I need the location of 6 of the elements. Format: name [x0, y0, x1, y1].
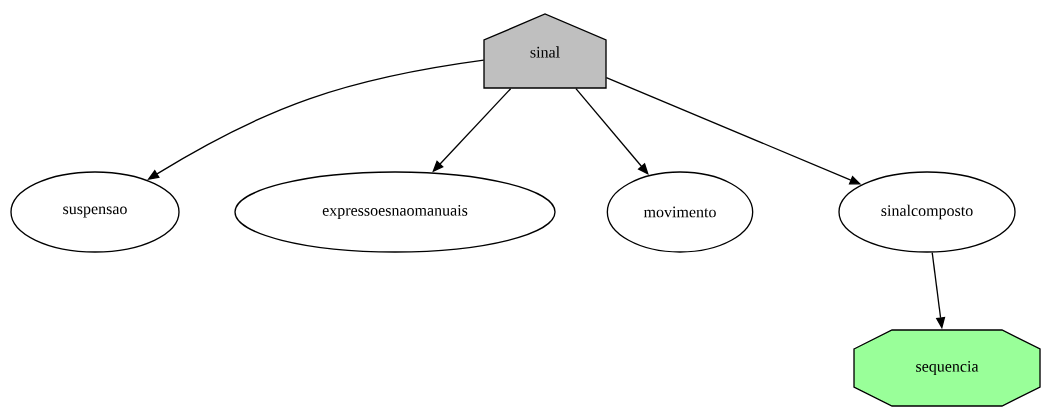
- house-node: sinal: [483, 13, 607, 89]
- octagon-node: sequencia: [853, 329, 1041, 407]
- ellipse-node: suspensao: [10, 171, 180, 253]
- ellipse-node: movimento: [606, 171, 754, 253]
- ellipse-node: expressoesnaomanuais: [234, 171, 556, 253]
- ellipse-node: sinalcomposto: [838, 171, 1016, 253]
